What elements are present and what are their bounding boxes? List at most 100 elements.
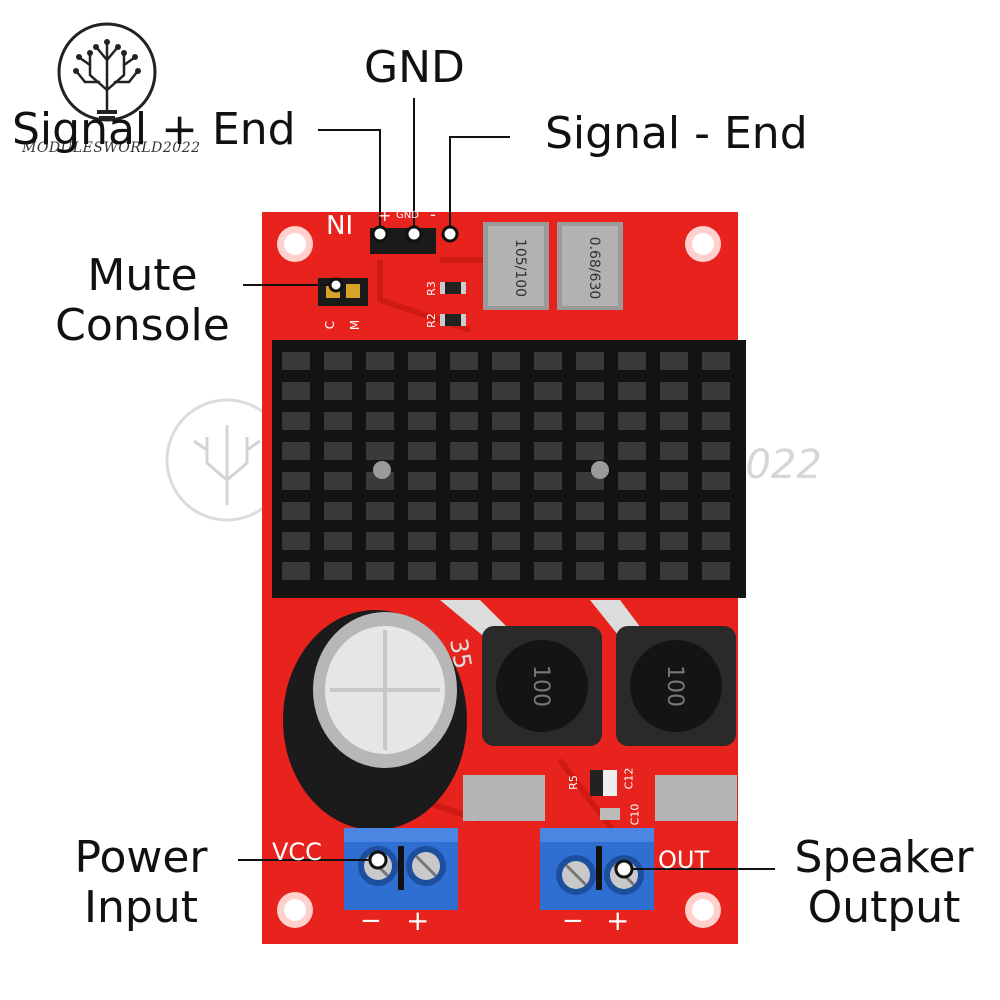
heatsink-fin <box>618 532 646 550</box>
inductor-left-marking: 100 <box>528 665 553 707</box>
heatsink-fin <box>492 472 520 490</box>
heatsink-fin <box>366 352 394 370</box>
label-mute: Mute <box>87 250 198 301</box>
heatsink-fin <box>576 502 604 520</box>
heatsink-fin <box>324 562 352 580</box>
tree-bulb-icon <box>57 22 157 122</box>
callout-lines <box>238 98 775 870</box>
silk-out: OUT <box>658 846 710 874</box>
heatsink-fin <box>408 472 436 490</box>
silk-out-minus: − <box>562 906 584 936</box>
heatsink-fin <box>324 472 352 490</box>
heatsink-fin <box>534 472 562 490</box>
heatsink-fin <box>618 352 646 370</box>
heatsink-fin <box>534 412 562 430</box>
heatsink-fin <box>324 412 352 430</box>
cap-right-marking: 0.68/630 <box>586 237 602 300</box>
inductors: 100 100 <box>482 626 736 746</box>
smd-resistors <box>440 282 620 820</box>
heatsink-fin <box>702 532 730 550</box>
silk-gnd: GND <box>396 210 419 221</box>
heatsink-fin <box>282 412 310 430</box>
heatsink-fin <box>702 562 730 580</box>
heatsink-fin <box>618 472 646 490</box>
film-capacitors: 105/100 0.68/630 <box>483 222 623 310</box>
label-gnd: GND <box>364 42 465 93</box>
heatsink-fin <box>408 442 436 460</box>
heatsink-fin <box>450 472 478 490</box>
heatsink-fin <box>282 532 310 550</box>
heatsink-fin <box>576 442 604 460</box>
silk-r3: R3 <box>424 281 438 296</box>
heatsink-fin <box>702 412 730 430</box>
electrolytic-capacitor: 35 <box>283 610 477 830</box>
heatsink-fin <box>618 412 646 430</box>
heatsink-fin <box>282 352 310 370</box>
vcc-terminal <box>344 828 458 910</box>
heatsink-fin <box>324 532 352 550</box>
heatsink-fin <box>366 382 394 400</box>
heatsink-fin <box>492 352 520 370</box>
heatsink-fin <box>408 502 436 520</box>
heatsink-fin <box>660 502 688 520</box>
heatsink-fin <box>534 352 562 370</box>
silk-out-plus: + <box>606 904 630 937</box>
heatsink-fin <box>366 442 394 460</box>
heatsink-fin <box>492 412 520 430</box>
silk-r2: R2 <box>424 313 438 328</box>
heatsink-fin <box>702 442 730 460</box>
heatsink-fin <box>282 562 310 580</box>
heatsink-fin <box>366 532 394 550</box>
heatsink-fin <box>450 562 478 580</box>
heatsink-fin <box>534 502 562 520</box>
heatsink-fin <box>282 442 310 460</box>
mounting-holes <box>277 226 721 928</box>
label-speaker: Speaker <box>794 832 974 883</box>
silk-plus: + <box>378 206 392 225</box>
heatsink-fin <box>660 412 688 430</box>
out-terminal <box>540 828 654 910</box>
silk-mute-m: M <box>348 319 363 331</box>
heatsink-fin <box>366 562 394 580</box>
silk-c12: C12 <box>622 767 636 790</box>
smd-cap-right <box>655 775 737 821</box>
smd-cap-left <box>463 775 545 821</box>
heatsink-fin <box>324 352 352 370</box>
silk-vcc-minus: − <box>360 906 382 936</box>
heatsink-fin <box>660 352 688 370</box>
heatsink-fin <box>366 502 394 520</box>
heatsink-fin <box>660 562 688 580</box>
heatsink-fin <box>618 382 646 400</box>
heatsink-fin <box>660 472 688 490</box>
heatsink <box>272 340 746 598</box>
heatsink-fin <box>408 352 436 370</box>
heatsink-fin <box>660 382 688 400</box>
heatsink-fin <box>492 382 520 400</box>
heatsink-fin <box>534 532 562 550</box>
heatsink-fin <box>324 382 352 400</box>
label-input: Input <box>84 882 198 933</box>
brand-logo-text: MODULESWORLD2022 <box>22 140 201 156</box>
heatsink-fin <box>282 502 310 520</box>
heatsink-fin <box>492 532 520 550</box>
brand-logo <box>55 20 160 125</box>
heatsink-fin <box>282 472 310 490</box>
heatsink-fin <box>576 382 604 400</box>
heatsink-fin <box>408 532 436 550</box>
heatsink-fin <box>408 382 436 400</box>
heatsink-fin <box>408 412 436 430</box>
mute-jumper <box>318 278 368 306</box>
heatsink-fin <box>282 382 310 400</box>
heatsink-fin <box>702 352 730 370</box>
heatsink-fin <box>576 352 604 370</box>
label-console: Console <box>55 300 230 351</box>
signal-minus-line <box>449 136 510 234</box>
heatsink-fin <box>450 352 478 370</box>
silk-r5: R5 <box>566 775 580 790</box>
heatsink-fin <box>576 412 604 430</box>
heatsink-fin <box>660 442 688 460</box>
heatsink-fin <box>366 412 394 430</box>
heatsink-fin <box>450 502 478 520</box>
heatsink-fin <box>492 562 520 580</box>
label-output: Output <box>807 882 961 933</box>
